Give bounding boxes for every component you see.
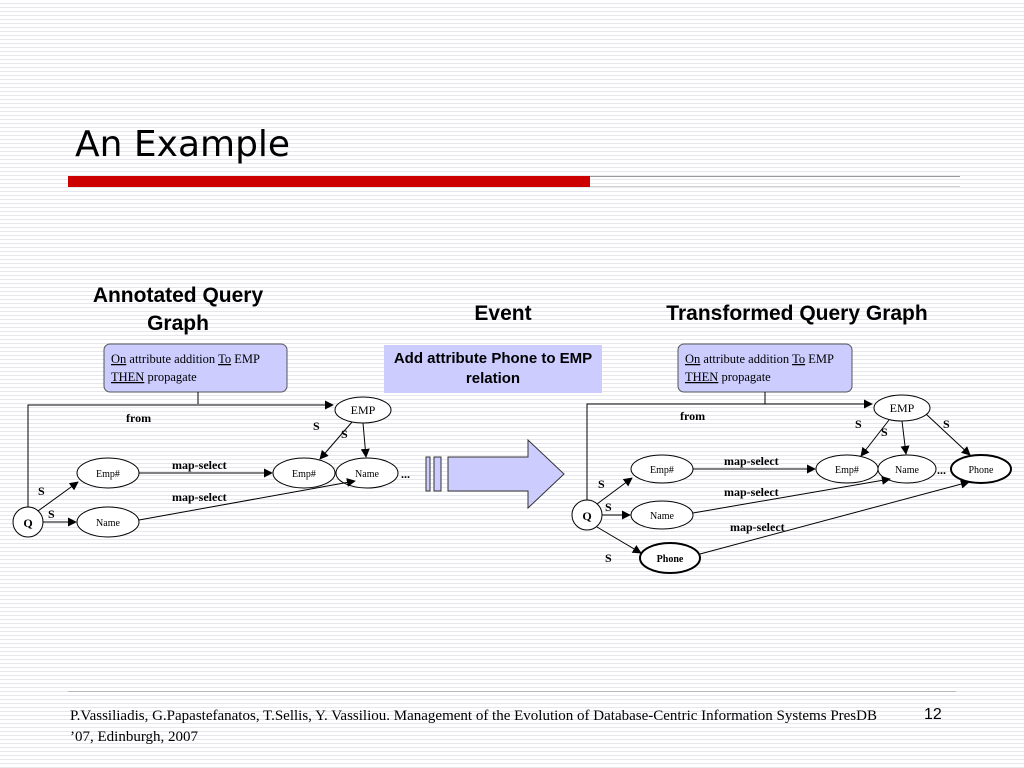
left-label-map-select-2: map-select	[172, 490, 227, 504]
event-arrow	[425, 438, 565, 510]
left-label-s-q-empno: S	[38, 484, 45, 498]
page-number: 12	[924, 706, 942, 723]
arrow-stripe-1	[425, 456, 431, 492]
left-node-q-label: Q	[23, 516, 32, 530]
right-label-s-emp-empno: S	[855, 417, 862, 431]
right-edge-map-select-phone	[699, 479, 970, 555]
left-node-emp-label: EMP	[351, 403, 376, 417]
right-edge-s-emp-name	[900, 420, 910, 455]
left-policy-box	[103, 343, 288, 393]
left-node-empno-query-label: Emp#	[96, 469, 120, 480]
right-policy-line1: On attribute addition To EMP	[685, 352, 834, 366]
heading-annotated-query-graph: Annotated Query Graph	[92, 284, 264, 335]
right-node-q-label: Q	[582, 509, 591, 523]
left-label-s-emp-name: S	[341, 427, 348, 441]
right-node-phone-emp	[950, 454, 1012, 484]
left-label-s-q-name: S	[48, 507, 55, 521]
right-node-empno-emp-label: Emp#	[835, 465, 859, 476]
left-node-empno-emp	[272, 457, 336, 489]
right-edge-s-emp-empno	[860, 419, 890, 457]
title-divider-lower	[590, 186, 960, 187]
left-label-s-emp-empno: S	[313, 419, 320, 433]
right-label-s-q-name: S	[605, 500, 612, 514]
footer-citation: P.Vassiliadis, G.Papastefanatos, T.Selli…	[70, 708, 877, 745]
left-label-map-select-1: map-select	[172, 458, 227, 472]
left-query-graph: On attribute addition To EMP THEN propag…	[12, 343, 410, 538]
right-label-from: from	[680, 409, 705, 423]
right-edge-s-q-phone	[596, 526, 642, 554]
left-policy-line1: On attribute addition To EMP	[111, 352, 260, 366]
footer-divider	[68, 691, 956, 692]
left-edge-from	[27, 400, 334, 512]
left-edge-s-emp-empno	[319, 421, 353, 460]
right-label-map-select-3: map-select	[730, 520, 785, 534]
left-policy-line2: THEN propagate	[111, 370, 197, 384]
right-node-phone-query	[639, 542, 701, 574]
right-node-phone-query-label: Phone	[657, 554, 684, 565]
left-node-name-emp-label: Name	[355, 469, 379, 480]
arrow-body	[447, 438, 565, 510]
left-node-name-query-label: Name	[96, 518, 120, 529]
right-node-name-emp	[877, 454, 937, 484]
left-label-from: from	[126, 411, 151, 425]
right-edge-s-q-empno	[596, 477, 633, 505]
title-divider	[590, 176, 960, 177]
arrow-stripe-2	[433, 456, 442, 492]
left-ellipsis: ...	[401, 467, 410, 481]
heading-transformed-query-graph: Transformed Query Graph	[666, 302, 928, 325]
right-label-map-select-2: map-select	[724, 485, 779, 499]
title-accent-bar	[68, 176, 590, 187]
event-box: Add attribute Phone to EMP relation	[384, 345, 602, 393]
right-label-s-q-phone: S	[605, 551, 612, 565]
right-label-s-emp-phone: S	[943, 417, 950, 431]
left-edge-s-q-empno	[37, 481, 79, 512]
right-node-name-query	[630, 500, 694, 530]
right-node-emp-label: EMP	[890, 401, 915, 415]
right-node-name-query-label: Name	[650, 511, 674, 522]
slide-title: An Example	[75, 124, 291, 165]
heading-event: Event	[474, 302, 532, 325]
right-edge-s-emp-phone	[925, 413, 971, 456]
right-ellipsis: ...	[937, 463, 946, 477]
right-node-name-emp-label: Name	[895, 465, 919, 476]
left-edge-s-emp-name	[360, 422, 370, 458]
right-query-graph: On attribute addition To EMP THEN propag…	[571, 343, 1012, 574]
right-label-map-select-1: map-select	[724, 454, 779, 468]
right-edge-from	[586, 399, 873, 505]
right-label-s-q-empno: S	[598, 477, 605, 491]
left-node-name-query	[76, 506, 140, 538]
right-node-phone-emp-label: Phone	[969, 465, 995, 476]
right-edge-map-select-name	[692, 475, 891, 514]
left-node-empno-emp-label: Emp#	[292, 469, 316, 480]
left-edge-map-select-name	[138, 478, 356, 521]
right-label-s-emp-name: S	[881, 425, 888, 439]
right-node-empno-query-label: Emp#	[650, 465, 674, 476]
right-policy-line2: THEN propagate	[685, 370, 771, 384]
